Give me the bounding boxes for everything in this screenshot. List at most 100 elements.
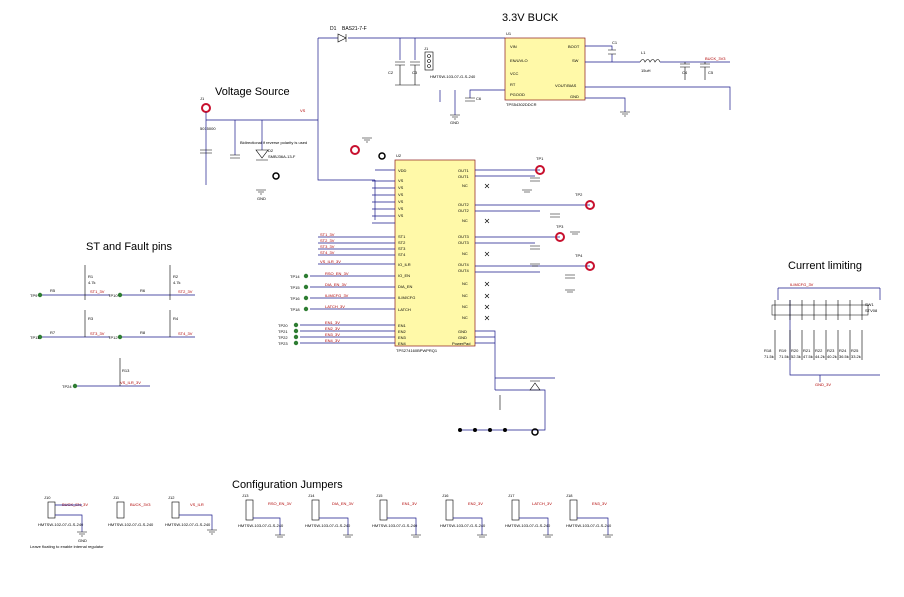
- buck-jumper[interactable]: [424, 51, 434, 71]
- r-pull2: R2: [173, 274, 179, 279]
- sw1-ref: SW1: [865, 302, 874, 307]
- tvs-part: SMBJ36A-13-F: [268, 154, 296, 159]
- r24-val: 36.5k: [839, 354, 849, 359]
- j10-net: BUCK_EN_3V: [62, 502, 88, 507]
- tp-label-18: TP18: [290, 307, 300, 312]
- jumper-j11[interactable]: J11 BUCK_3V3 HMTSW-102-07-G-S-240: [108, 495, 154, 527]
- tp-label-16: TP16: [290, 296, 300, 301]
- u2-pin-vs1: VS: [398, 178, 404, 183]
- tp-st2[interactable]: [117, 292, 123, 298]
- buck-section: D1 BAS21-7-F C2 C3 J1 HMTSW-103-07-G-S-2…: [317, 26, 731, 125]
- u1-pin-pgood: PGOOD: [510, 92, 525, 97]
- jumper-j17[interactable]: J17 LATCH_3V HMTSW-103-07-G-S-240: [505, 493, 552, 535]
- u2-pin-st3: ST3: [398, 246, 406, 251]
- u2-pin-en2: EN2: [398, 329, 407, 334]
- j11-part: HMTSW-102-07-G-S-240: [108, 522, 154, 527]
- u1-pin-vout: VOUT/BIAS: [555, 83, 577, 88]
- j14-part: HMTSW-103-07-G-S-240: [305, 523, 351, 528]
- jumper-j16[interactable]: J16 EN2_3V HMTSW-103-07-G-S-240: [440, 493, 486, 535]
- net-en2: EN2_3V: [325, 326, 340, 331]
- out1-terminal[interactable]: [535, 165, 545, 175]
- tp-rso-en[interactable]: [303, 273, 309, 279]
- sw1-part: STV08: [865, 308, 878, 313]
- config-jumpers-title: Configuration Jumpers: [232, 479, 343, 491]
- vs-ilr-net: VS_ILR_3V: [120, 380, 141, 385]
- j17-net: LATCH_3V: [532, 501, 552, 506]
- tp-st3[interactable]: [37, 334, 43, 340]
- u1-ref: U1: [506, 31, 512, 36]
- jumper-j12[interactable]: J12 VS_ILR HMTSW-102-07-G-S-240: [165, 495, 213, 530]
- tp9-label: TP9: [30, 293, 38, 298]
- j13-ref: J13: [242, 493, 249, 498]
- u1-pin-vcc: VCC: [510, 71, 519, 76]
- j16-net: EN2_3V: [468, 501, 483, 506]
- current-limiting-title: Current limiting: [788, 260, 862, 272]
- net-latch: LATCH_3V: [325, 304, 345, 309]
- source-connector-j1[interactable]: [201, 103, 211, 113]
- driver-gnd-terminal-bottom[interactable]: [531, 428, 539, 436]
- u1-pin-en: EN/UVLO: [510, 58, 528, 63]
- source-gnd-label: GND: [257, 196, 266, 201]
- u2-pin-out4a: OUT4: [458, 262, 469, 267]
- voltage-source-title: Voltage Source: [215, 86, 290, 98]
- jumper-j14[interactable]: J14 DIA_EN_3V HMTSW-103-07-G-S-240: [305, 493, 354, 535]
- j15-part: HMTSW-103-07-G-S-240: [372, 523, 418, 528]
- out4-terminal[interactable]: [585, 261, 595, 271]
- tp-label-22: TP22: [278, 335, 288, 340]
- tvs-note: Bidirectional if reverse polarity is use…: [240, 140, 307, 145]
- config-note: Leave floating to enable internal regula…: [30, 544, 104, 549]
- source-conn-part: 5015000: [200, 126, 216, 131]
- jumper-j10[interactable]: J10 BUCK_EN_3V HMTSW-102-07-G-S-240: [38, 495, 88, 532]
- net-st1: ST1_3V: [320, 232, 335, 237]
- driver-section: U2 TPS274160BPWPRQ1 VDD VS VS VS VS VS V…: [278, 137, 595, 436]
- tp-ilim[interactable]: [303, 295, 309, 301]
- u2-pin-out3b: OUT3: [458, 240, 469, 245]
- tp24-label: TP24: [62, 384, 72, 389]
- tp-latch[interactable]: [303, 306, 309, 312]
- source-gnd-terminal[interactable]: [272, 172, 280, 180]
- net-en3: EN3_3V: [325, 332, 340, 337]
- jumper-j18[interactable]: J18 EN3_3V HMTSW-103-07-G-S-240: [566, 493, 612, 535]
- j18-net: EN3_3V: [592, 501, 607, 506]
- j11-ref: J11: [113, 495, 120, 500]
- tp-en1[interactable]: [293, 322, 299, 328]
- st-fault-section: TP9 TP10 TP11 TP12 TP24 R5 R6 R7 R8 R1 R…: [30, 265, 195, 389]
- out3-terminal[interactable]: [555, 232, 565, 242]
- j12-ref: J12: [168, 495, 175, 500]
- tp-en2[interactable]: [293, 328, 299, 334]
- jumper-j15[interactable]: J15 EN1_3V HMTSW-103-07-G-S-240: [372, 493, 418, 535]
- r21-ref: R21: [803, 348, 811, 353]
- r-val-a: 4.7k: [88, 280, 96, 285]
- u2-pin-dia-en: DIA_EN: [398, 284, 413, 289]
- tp-en4[interactable]: [293, 340, 299, 346]
- out2-terminal[interactable]: [585, 200, 595, 210]
- r23-ref: R23: [827, 348, 835, 353]
- net-ilimcfg: ILIMCFG_3V: [325, 293, 349, 298]
- net-st2: ST2_3V: [320, 238, 335, 243]
- st-fault-title: ST and Fault pins: [86, 241, 173, 253]
- tp-label-14: TP14: [290, 274, 300, 279]
- u2-pin-vs2: VS: [398, 185, 404, 190]
- driver-gnd-terminal[interactable]: [378, 152, 386, 160]
- driver-vs-connector[interactable]: [350, 145, 360, 155]
- u2-pin-nc6: NC: [462, 304, 468, 309]
- tp-dia-en[interactable]: [303, 284, 309, 290]
- tp-en3[interactable]: [293, 334, 299, 340]
- tp-st1[interactable]: [37, 292, 43, 298]
- r21-val: 47.5k: [803, 354, 813, 359]
- tp-vs-ilr[interactable]: [72, 383, 78, 389]
- j11-net: BUCK_3V3: [130, 502, 151, 507]
- u2-pin-en3: EN3: [398, 335, 407, 340]
- u2-pin-gnd1: GND: [458, 329, 467, 334]
- net-st4: ST4_3V: [320, 250, 335, 255]
- tp-st4[interactable]: [117, 334, 123, 340]
- u2-pin-latch: LATCH: [398, 307, 411, 312]
- c6-ref: C6: [476, 96, 482, 101]
- tp-label-20: TP20: [278, 323, 288, 328]
- r23-val: 40.2k: [827, 354, 837, 359]
- j16-part: HMTSW-103-07-G-S-240: [440, 523, 486, 528]
- u2-ref: U2: [396, 153, 402, 158]
- jumper-j13[interactable]: J13 RSO_EN_3V HMTSW-103-07-G-S-240: [238, 493, 292, 535]
- buck-gnd-label: GND: [450, 120, 459, 125]
- sw1-dip-switch[interactable]: [771, 304, 869, 316]
